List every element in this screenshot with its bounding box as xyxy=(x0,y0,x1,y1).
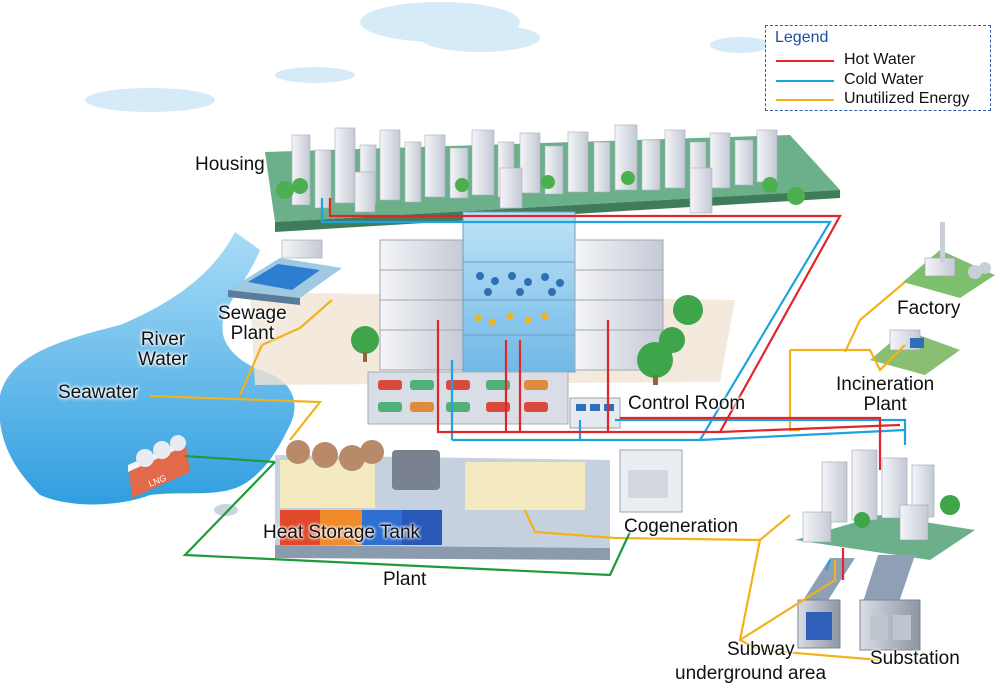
legend-swatch-hot-water xyxy=(776,60,834,62)
label-control-room: Control Room xyxy=(628,393,746,414)
heat-storage-tank-orange xyxy=(320,510,362,545)
cold-water-pipes xyxy=(320,198,907,571)
subway-tunnel xyxy=(797,558,855,649)
clouds xyxy=(85,2,770,112)
housing-district xyxy=(265,124,840,232)
central-buildings xyxy=(379,211,664,373)
pipe-network xyxy=(149,198,907,662)
legend: Legend Hot Water Cold Water Unutilized E… xyxy=(765,25,991,111)
label-underground-area: underground area xyxy=(675,663,827,684)
river-line1: River xyxy=(140,329,186,350)
label-sewage-plant: Sewage Plant xyxy=(218,304,287,344)
label-factory: Factory xyxy=(897,298,961,319)
heat-storage-tank-blue1 xyxy=(362,510,402,545)
incineration-plant-building xyxy=(870,329,960,375)
east-housing xyxy=(795,449,975,560)
gas-pipes xyxy=(182,454,631,577)
incineration-line1: Incineration xyxy=(836,374,935,395)
parking-level xyxy=(367,371,569,425)
legend-label-cold-water: Cold Water xyxy=(844,71,924,88)
legend-label-unutilized-energy: Unutilized Energy xyxy=(844,90,970,107)
legend-swatch-unutilized-energy xyxy=(776,99,834,101)
heat-storage-tank-blue2 xyxy=(402,510,442,545)
label-incineration-plant: Incineration Plant xyxy=(836,375,934,415)
lng-ship xyxy=(128,435,190,498)
incineration-line2: Plant xyxy=(863,393,907,415)
legend-label-hot-water: Hot Water xyxy=(844,51,916,68)
label-plant: Plant xyxy=(383,569,427,590)
legend-title: Legend xyxy=(775,29,829,46)
factory-building xyxy=(903,222,995,298)
legend-swatch-cold-water xyxy=(776,80,834,82)
river-line2: Water xyxy=(138,348,188,370)
unutilized-energy-pipes xyxy=(149,281,906,662)
legend-item-unutilized-energy: Unutilized Energy xyxy=(776,90,988,110)
sewage-plant-building xyxy=(228,239,342,305)
legend-item-hot-water: Hot Water xyxy=(776,51,988,71)
label-housing: Housing xyxy=(195,154,265,175)
sewage-line2: Plant xyxy=(230,322,274,344)
control-room xyxy=(569,397,621,429)
sewage-line1: Sewage xyxy=(218,303,287,324)
legend-item-cold-water: Cold Water xyxy=(776,71,988,91)
label-subway: Subway xyxy=(727,639,795,660)
label-cogeneration: Cogeneration xyxy=(624,516,739,537)
label-heat-storage-tank: Heat Storage Tank xyxy=(263,522,421,543)
label-substation: Substation xyxy=(870,648,960,669)
trees xyxy=(351,295,703,378)
plant-building xyxy=(275,440,683,560)
hot-water-pipes xyxy=(328,198,901,580)
label-river-water: River Water xyxy=(138,330,188,370)
substation-tunnel xyxy=(859,555,921,651)
label-seawater: Seawater xyxy=(58,382,139,403)
